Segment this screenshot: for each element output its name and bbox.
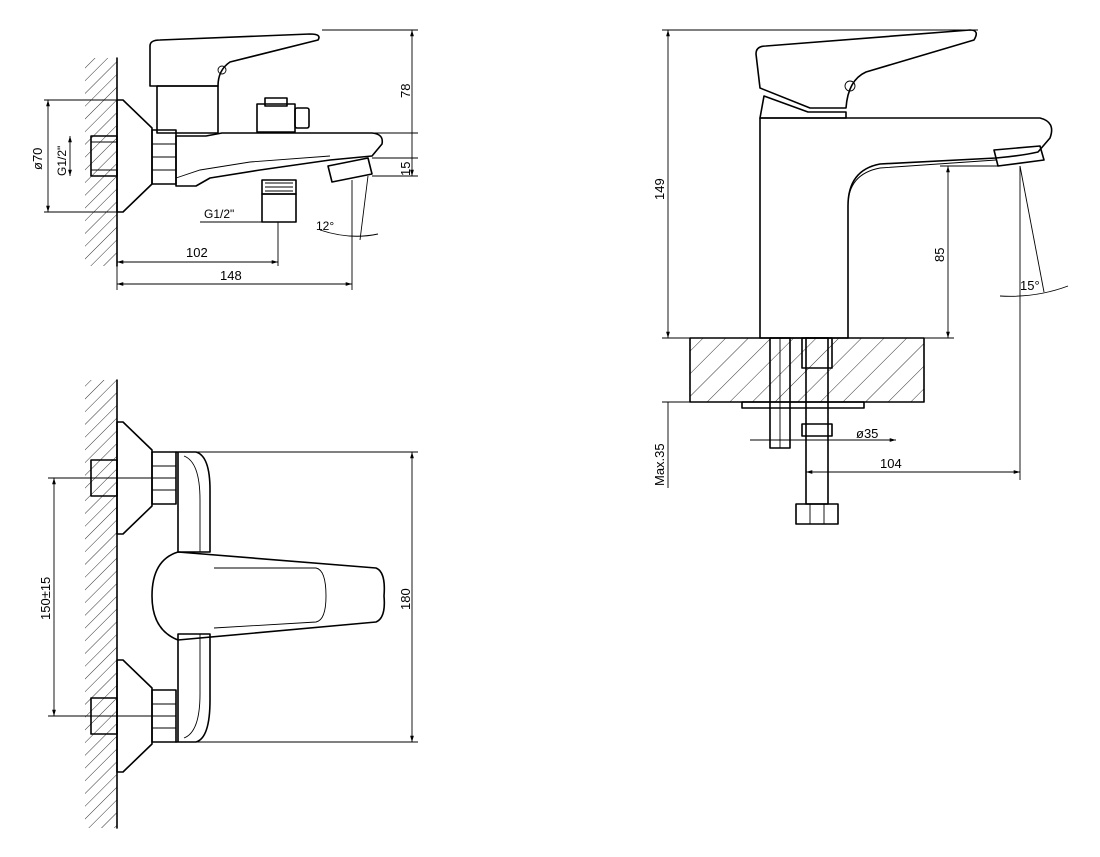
- dim-angle-15: 15°: [1020, 278, 1040, 293]
- dim-149: 149: [652, 178, 667, 200]
- dim-diameter-70: ø70: [30, 148, 45, 170]
- basin-view: [662, 29, 1069, 525]
- dim-15: 15: [398, 162, 413, 176]
- dim-148: 148: [220, 268, 242, 283]
- dim-diameter-35: ø35: [856, 426, 878, 441]
- dim-max-35: Max.35: [652, 443, 667, 486]
- side-wall: [85, 58, 117, 266]
- side-view: [44, 29, 418, 290]
- dim-180: 180: [398, 588, 413, 610]
- dim-angle-12: 12°: [316, 219, 334, 233]
- dim-78: 78: [398, 84, 413, 98]
- dim-85: 85: [932, 248, 947, 262]
- dim-104: 104: [880, 456, 902, 471]
- dim-102: 102: [186, 245, 208, 260]
- dim-150: 150±15: [38, 577, 53, 620]
- dim-thread-outlet: G1/2": [204, 207, 234, 221]
- front-wall: [85, 380, 117, 828]
- countertop: [690, 338, 924, 402]
- dim-thread-wall: G1/2": [55, 146, 69, 176]
- front-view: [48, 379, 418, 829]
